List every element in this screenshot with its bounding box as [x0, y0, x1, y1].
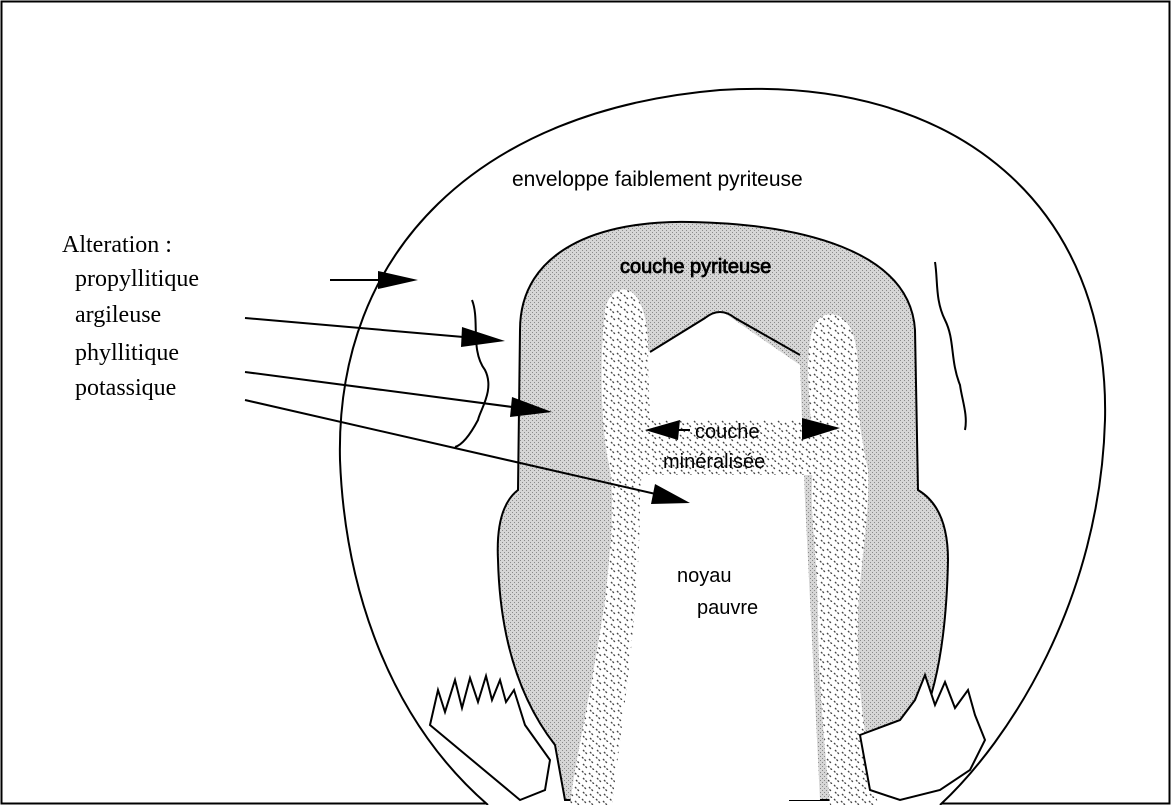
legend-item-phyllitique: phyllitique — [75, 340, 179, 366]
legend-item-potassique: potassique — [75, 375, 176, 401]
label-mineralized-1: couche — [695, 421, 760, 443]
label-core-2: pauvre — [697, 597, 758, 619]
core-text-bg — [655, 520, 785, 670]
legend-item-argileuse: argileuse — [75, 302, 161, 328]
label-outer-envelope: enveloppe faiblement pyriteuse — [512, 168, 803, 191]
label-pyrite-layer: couche pyriteuse — [620, 256, 771, 278]
label-core-1: noyau — [677, 565, 732, 587]
legend-item-propyllitique: propyllitique — [75, 266, 199, 292]
legend-title: Alteration : — [62, 232, 172, 258]
label-mineralized-2: minéralisée — [663, 451, 765, 473]
